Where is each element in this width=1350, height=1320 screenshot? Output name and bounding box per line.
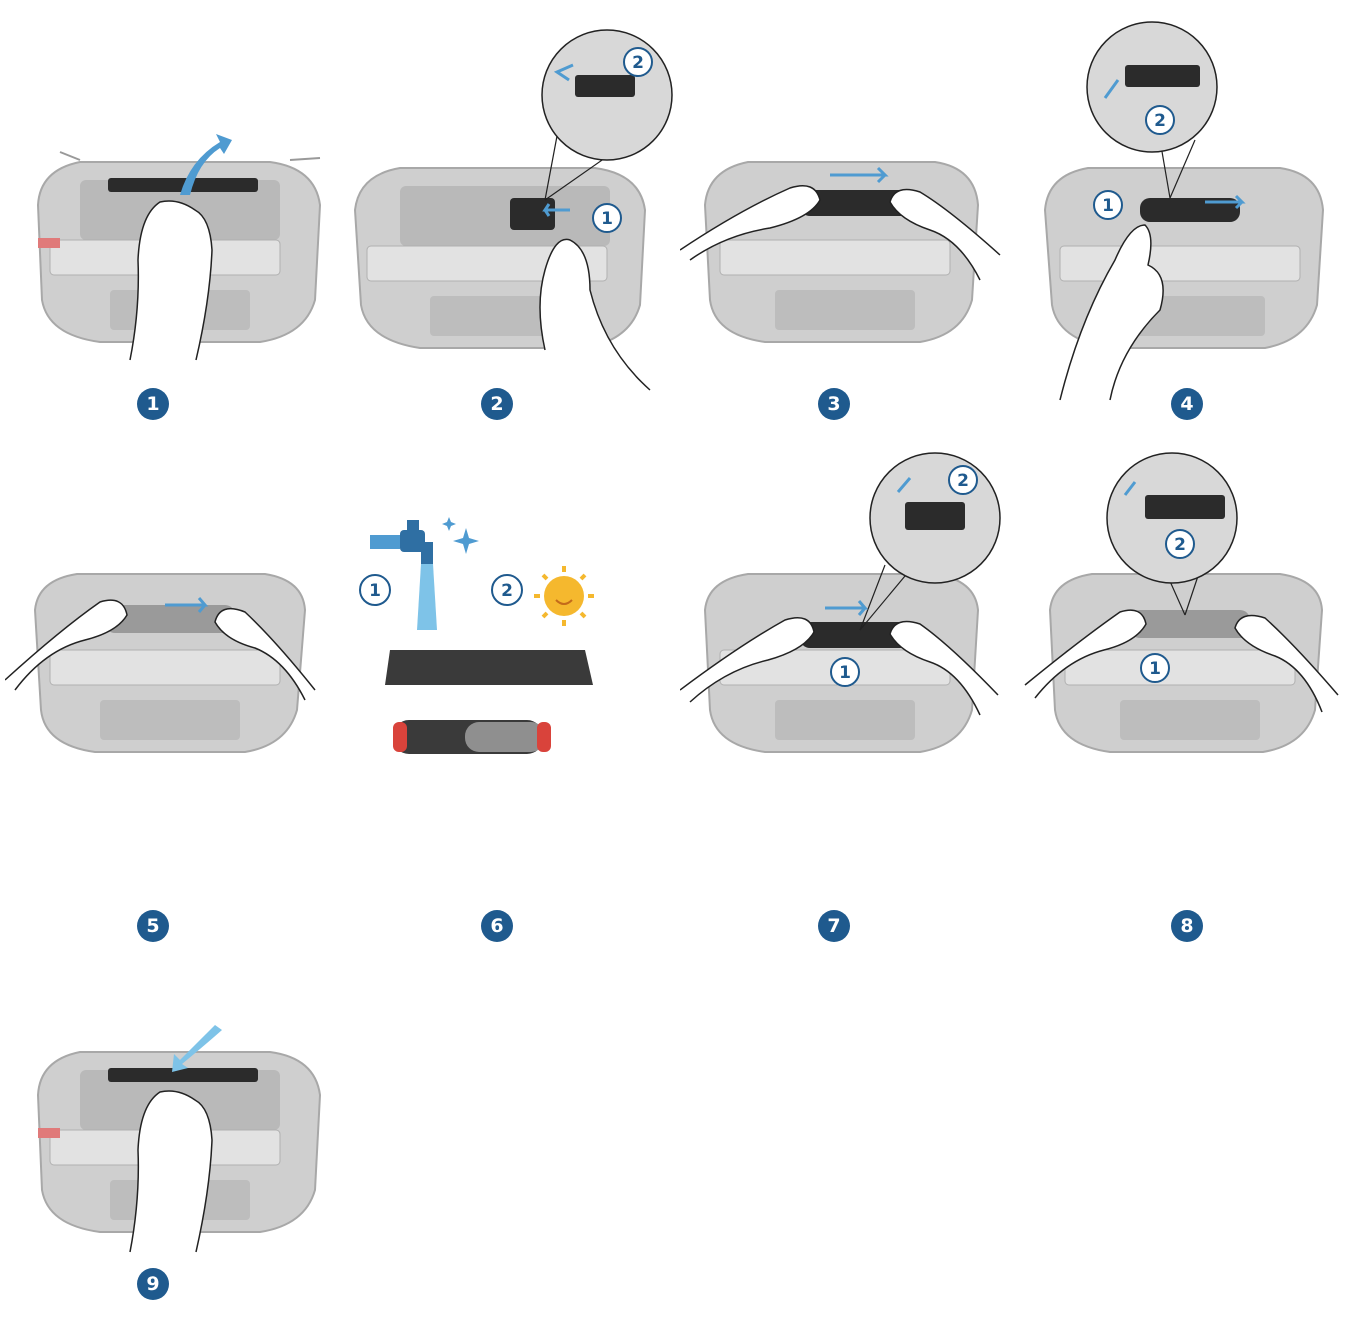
step-6-illustration: 1 2 <box>345 510 675 790</box>
step-badge-6: 6 <box>481 910 513 942</box>
step-5-illustration <box>5 540 335 820</box>
callout-2: 2 <box>1174 535 1186 555</box>
callout-1: 1 <box>1149 659 1161 679</box>
sparkle-icon <box>442 517 479 554</box>
callout-1: 1 <box>369 581 381 601</box>
robot-vacuum <box>35 574 305 752</box>
step-badge-7: 7 <box>818 910 850 942</box>
step-badge-3: 3 <box>818 388 850 420</box>
callout-1: 1 <box>601 209 613 229</box>
step-badge-2: 2 <box>481 388 513 420</box>
step-4-illustration: 2 1 <box>1020 20 1350 420</box>
roller-brush <box>393 720 551 754</box>
callout-1: 1 <box>839 663 851 683</box>
robot-vacuum <box>705 162 978 342</box>
callout-2: 2 <box>957 471 969 491</box>
callout-2: 2 <box>632 53 644 73</box>
brush-guard <box>108 1068 258 1082</box>
step-8-illustration: 2 1 <box>1020 440 1350 800</box>
step-badge-9: 9 <box>137 1268 169 1300</box>
step-badge-5: 5 <box>137 910 169 942</box>
callout-2: 2 <box>501 581 513 601</box>
step-badge-1: 1 <box>137 388 169 420</box>
callout-1: 1 <box>1102 196 1114 216</box>
step-2-illustration: 2 1 <box>345 20 675 420</box>
step-badge-8: 8 <box>1171 910 1203 942</box>
robot-vacuum <box>355 168 645 348</box>
step-7-illustration: 2 1 <box>680 440 1010 800</box>
step-1-illustration <box>20 110 350 390</box>
step-3-illustration <box>680 110 1010 390</box>
sun-icon <box>534 566 594 626</box>
callout-2: 2 <box>1154 111 1166 131</box>
roller-brush <box>1130 610 1250 638</box>
step-9-illustration <box>20 1020 350 1300</box>
brush-guard <box>385 650 593 685</box>
step-badge-4: 4 <box>1171 388 1203 420</box>
robot-vacuum <box>1050 574 1322 752</box>
